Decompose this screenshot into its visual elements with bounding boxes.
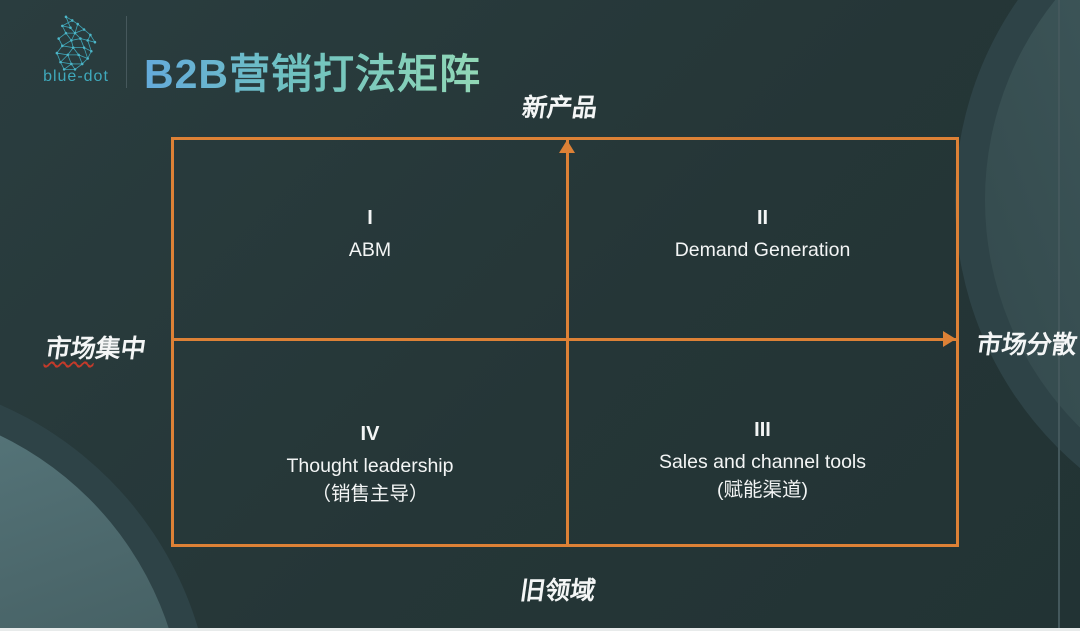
matrix-horizontal-axis <box>174 338 956 341</box>
axis-left-rest-text: 集中 <box>93 335 148 363</box>
arrow-up-icon <box>559 140 575 153</box>
quadrant-4-numeral: IV <box>360 423 380 445</box>
decor-vertical-line <box>1058 0 1060 628</box>
quadrant-4-sublabel: （销售主导） <box>311 483 429 505</box>
quadrant-3: III Sales and channel tools (赋能渠道) <box>569 418 956 504</box>
quadrant-4-label: Thought leadership <box>286 455 454 477</box>
quadrant-3-numeral: III <box>754 419 771 441</box>
axis-label-top: 新产品 <box>520 94 600 122</box>
quadrant-2: II Demand Generation <box>569 206 956 264</box>
header-divider <box>126 16 127 88</box>
blue-dot-logo-icon <box>55 15 97 71</box>
axis-label-bottom: 旧领域 <box>518 577 598 605</box>
quadrant-2-label: Demand Generation <box>674 239 851 261</box>
matrix-frame: I ABM II Demand Generation IV Thought le… <box>171 137 959 547</box>
page-title: B2B营销打法矩阵 <box>144 40 481 100</box>
quadrant-3-sublabel: (赋能渠道) <box>717 479 808 501</box>
quadrant-4: IV Thought leadership （销售主导） <box>174 422 566 508</box>
axis-label-right: 市场分散 <box>974 331 1079 359</box>
arrow-right-icon <box>943 331 956 347</box>
bottom-edge-strip <box>0 628 1080 631</box>
quadrant-1-label: ABM <box>348 239 392 261</box>
axis-left-underlined-text: 市场 <box>43 335 98 363</box>
quadrant-2-numeral: II <box>756 207 769 229</box>
matrix-vertical-axis <box>566 140 569 544</box>
quadrant-3-label: Sales and channel tools <box>658 451 867 473</box>
axis-label-left: 市场集中 <box>27 329 164 365</box>
logo-wordmark: blue-dot <box>43 68 109 85</box>
quadrant-1: I ABM <box>174 206 566 264</box>
quadrant-1-numeral: I <box>367 207 373 229</box>
